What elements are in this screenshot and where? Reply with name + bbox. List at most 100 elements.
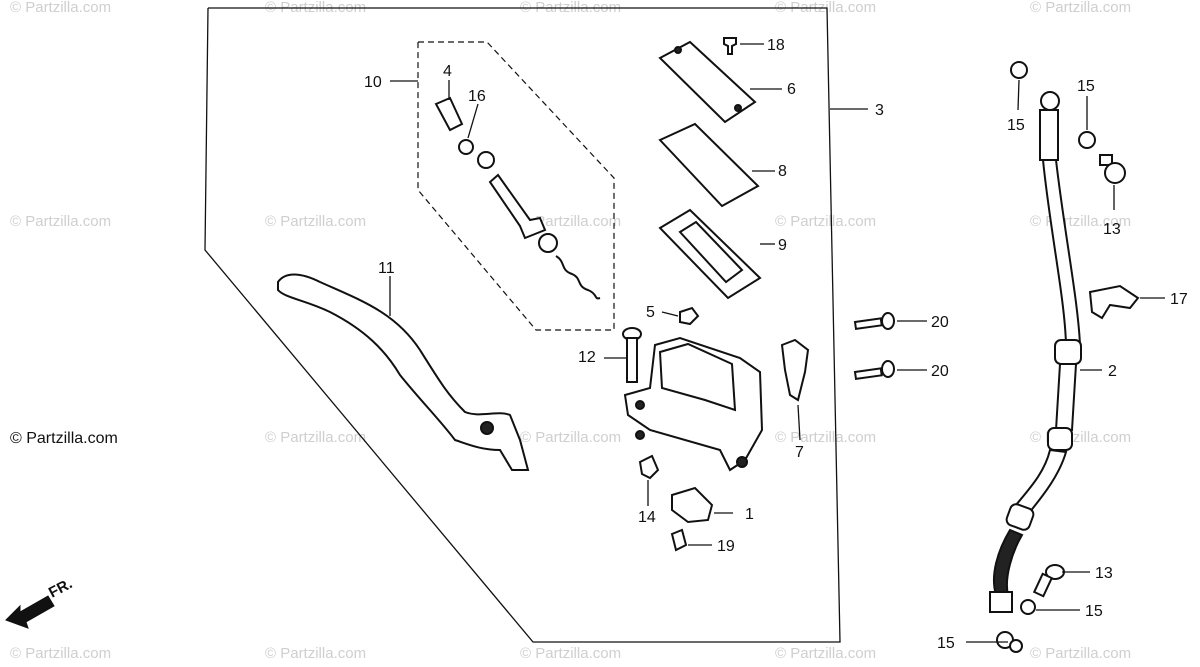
cap-screw-hole (734, 104, 742, 112)
callout-15[interactable]: 15 (1085, 603, 1103, 620)
master-cylinder-holder[interactable] (780, 338, 810, 402)
bolt-shank (626, 337, 638, 383)
spring (555, 255, 601, 300)
callout-8[interactable]: 8 (778, 163, 787, 180)
watermark: © Partzilla.com (775, 429, 876, 446)
bolt-shank (1099, 154, 1113, 166)
sealing-washer[interactable] (1078, 131, 1096, 149)
callout-2[interactable]: 2 (1108, 363, 1117, 380)
callout-14[interactable]: 14 (638, 509, 656, 526)
boot (434, 96, 464, 132)
direction-label: FR. (46, 575, 75, 601)
reservoir-cap[interactable] (658, 40, 757, 124)
callout-15[interactable]: 15 (937, 635, 955, 652)
watermark: © Partzilla.com (520, 429, 621, 446)
set-plate-body (658, 122, 760, 208)
piston (488, 173, 547, 240)
hose-grommet (1054, 339, 1082, 365)
hose-mid (1054, 363, 1078, 431)
callout-13[interactable]: 13 (1103, 221, 1121, 238)
cap-screw[interactable] (723, 37, 737, 55)
watermark: © Partzilla.com (10, 645, 111, 662)
callout-16[interactable]: 16 (468, 88, 486, 105)
callout-17[interactable]: 17 (1170, 291, 1188, 308)
hose-eyelet (1040, 91, 1060, 111)
watermark-layer: © Partzilla.com © Partzilla.com © Partzi… (10, 0, 1131, 662)
callout-10[interactable]: 10 (364, 74, 382, 91)
bolt-head (881, 312, 895, 330)
callout-6[interactable]: 6 (787, 81, 796, 98)
bolt-head (1104, 162, 1126, 184)
watermark: © Partzilla.com (10, 0, 111, 16)
set-plate[interactable] (658, 122, 760, 208)
watermark: © Partzilla.com (1030, 429, 1131, 446)
front-direction-indicator: FR. (5, 575, 75, 629)
copyright-text: © Partzilla.com (10, 430, 118, 447)
hose-clamp[interactable] (1088, 284, 1140, 320)
watermark: © Partzilla.com (775, 645, 876, 662)
oil-bolt[interactable] (1032, 564, 1065, 598)
diaphragm[interactable] (658, 208, 762, 300)
pivot-nut[interactable] (679, 306, 700, 326)
hose-armor (992, 528, 1024, 596)
assembly-frame (204, 7, 841, 643)
hose-grommet (1005, 503, 1035, 531)
watermark: © Partzilla.com (520, 213, 621, 230)
callout-9[interactable]: 9 (778, 237, 787, 254)
direction-arrow-icon (5, 595, 55, 629)
watermark: © Partzilla.com (265, 429, 366, 446)
holder-bolt[interactable] (853, 312, 895, 331)
reservoir-opening (658, 342, 737, 412)
holder-bolt[interactable] (853, 360, 895, 381)
callout-4[interactable]: 4 (443, 63, 452, 80)
watermark: © Partzilla.com (265, 645, 366, 662)
master-cylinder-body[interactable] (623, 336, 764, 472)
bolt-shank (853, 317, 883, 331)
diaphragm-inner (678, 220, 744, 284)
callout-13[interactable]: 13 (1095, 565, 1113, 582)
switch-screw[interactable] (670, 528, 688, 552)
callout-20[interactable]: 20 (931, 363, 949, 380)
callout-20[interactable]: 20 (931, 314, 949, 331)
callout-1[interactable]: 1 (745, 506, 754, 523)
callout-15[interactable]: 15 (1007, 117, 1025, 134)
sealing-washer[interactable] (1009, 639, 1023, 653)
callout-3[interactable]: 3 (875, 102, 884, 119)
callout-18[interactable]: 18 (767, 37, 785, 54)
watermark: © Partzilla.com (1030, 0, 1131, 16)
leader-lines (389, 43, 1165, 643)
callout-12[interactable]: 12 (578, 349, 596, 366)
callout-11[interactable]: 11 (378, 260, 395, 277)
mount-hole (635, 400, 645, 410)
washer (477, 151, 495, 169)
watermark: © Partzilla.com (1030, 645, 1131, 662)
watermark: © Partzilla.com (775, 213, 876, 230)
brake-hose[interactable] (989, 91, 1082, 649)
circlip (458, 139, 474, 155)
mount-hole (736, 456, 748, 468)
mount-hole (635, 430, 645, 440)
bolt-shank (853, 367, 883, 381)
oil-bolt[interactable] (1099, 154, 1126, 184)
callout-19[interactable]: 19 (717, 538, 735, 555)
stop-switch[interactable] (671, 486, 714, 524)
hose-fitting (1039, 109, 1059, 161)
bolt-head (881, 360, 895, 378)
brake-lever[interactable] (277, 273, 530, 471)
pivot-bolt[interactable] (622, 327, 642, 383)
callout-5[interactable]: 5 (646, 304, 655, 321)
lever-pivot-hole (480, 421, 494, 435)
hose-upper (1041, 159, 1082, 346)
lever-body (277, 273, 530, 471)
watermark: © Partzilla.com (265, 213, 366, 230)
sealing-washer[interactable] (1020, 599, 1036, 615)
sealing-washer[interactable] (1010, 61, 1028, 79)
piston-kit[interactable] (434, 96, 601, 300)
bolt-shank (1032, 572, 1054, 598)
bleeder-cap[interactable] (638, 454, 660, 480)
callout-7[interactable]: 7 (795, 444, 804, 461)
callout-15[interactable]: 15 (1077, 78, 1095, 95)
watermark: © Partzilla.com (520, 645, 621, 662)
